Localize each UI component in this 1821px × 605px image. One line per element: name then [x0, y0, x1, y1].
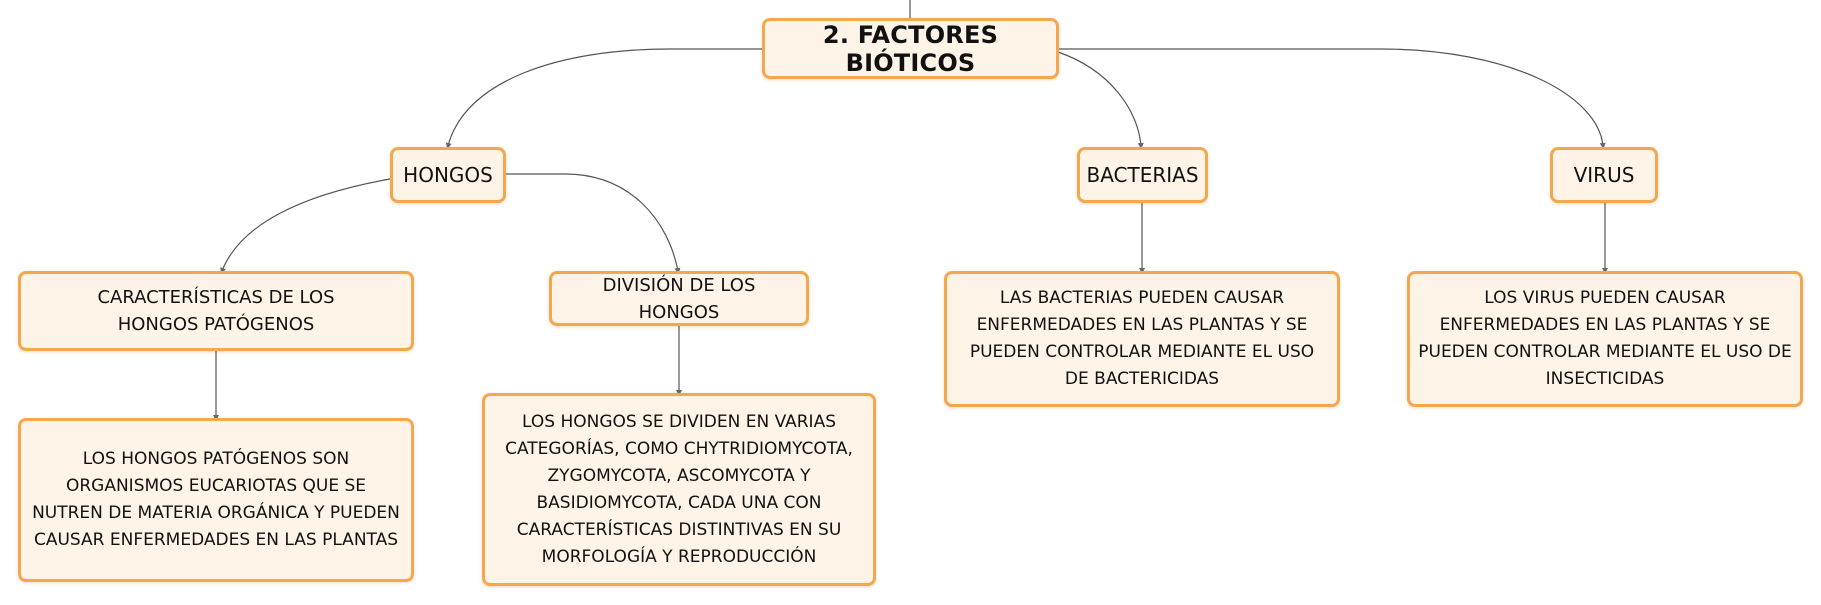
bacterias-node[interactable]: BACTERIAS [1077, 147, 1208, 203]
root-node[interactable]: 2. FACTORES BIÓTICOS [762, 18, 1059, 79]
division-label: DIVISIÓN DE LOS HONGOS [602, 274, 756, 323]
caracteristicas-node[interactable]: CARACTERÍSTICAS DE LOS HONGOS PATÓGENOS [18, 271, 414, 351]
root-label: 2. FACTORES BIÓTICOS [822, 20, 999, 77]
hongos-label: HONGOS [403, 163, 493, 187]
connector-hongos-caracteristicas [220, 178, 391, 274]
connector-hongos-division [506, 173, 681, 274]
virus-label: VIRUS [1573, 163, 1635, 187]
hongos-node[interactable]: HONGOS [390, 147, 506, 203]
virus-node[interactable]: VIRUS [1550, 147, 1658, 203]
virus-desc-text: LOS VIRUS PUEDEN CAUSAR ENFERMEDADES EN … [1418, 288, 1792, 389]
bacterias-desc-text: LAS BACTERIAS PUEDEN CAUSAR ENFERMEDADES… [969, 288, 1315, 389]
virus-desc-node[interactable]: LOS VIRUS PUEDEN CAUSAR ENFERMEDADES EN … [1407, 271, 1803, 407]
caracteristicas-desc-node[interactable]: LOS HONGOS PATÓGENOS SON ORGANISMOS EUCA… [18, 418, 414, 582]
bacterias-desc-node[interactable]: LAS BACTERIAS PUEDEN CAUSAR ENFERMEDADES… [944, 271, 1340, 407]
division-desc-text: LOS HONGOS SE DIVIDEN EN VARIAS CATEGORÍ… [505, 411, 853, 567]
bacterias-label: BACTERIAS [1086, 163, 1199, 187]
connector-root-hongos [445, 48, 762, 149]
connector-root-bacterias [1057, 51, 1144, 149]
caracteristicas-desc-text: LOS HONGOS PATÓGENOS SON ORGANISMOS EUCA… [32, 449, 400, 550]
division-node[interactable]: DIVISIÓN DE LOS HONGOS [549, 271, 809, 326]
connector-root-virus [1058, 48, 1606, 149]
division-desc-node[interactable]: LOS HONGOS SE DIVIDEN EN VARIAS CATEGORÍ… [482, 393, 876, 586]
caracteristicas-label: CARACTERÍSTICAS DE LOS HONGOS PATÓGENOS [97, 287, 335, 335]
